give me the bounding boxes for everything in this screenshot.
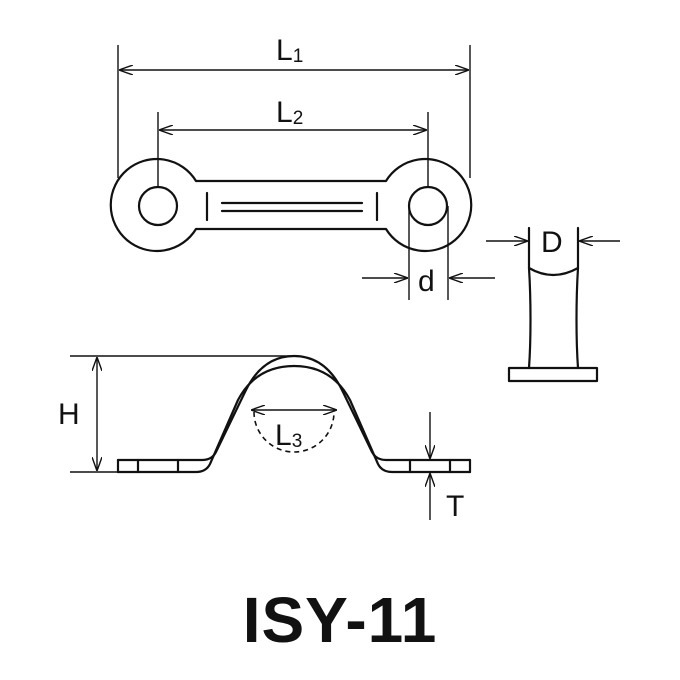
profile-view: L3 H T [58, 354, 472, 523]
l3-dashed-arc [253, 411, 335, 453]
dd-label: D [541, 226, 563, 259]
post-body [527, 226, 580, 370]
l3-label: L3 [275, 419, 302, 452]
l1-label: L1 [276, 34, 303, 67]
d-label: d [418, 265, 435, 298]
post-top-curve [527, 266, 580, 277]
profile-inner [116, 364, 472, 474]
left-hole [137, 185, 179, 227]
t-label: T [446, 490, 464, 523]
post-base [507, 366, 599, 383]
post-view: D [486, 226, 620, 383]
h-label: H [58, 398, 80, 431]
l2-label: L2 [276, 96, 303, 129]
model-name: ISY-11 [243, 584, 438, 656]
eye-plate-outline [109, 157, 473, 253]
right-hole [407, 185, 449, 227]
top-view: L1 L2 d [109, 34, 495, 300]
